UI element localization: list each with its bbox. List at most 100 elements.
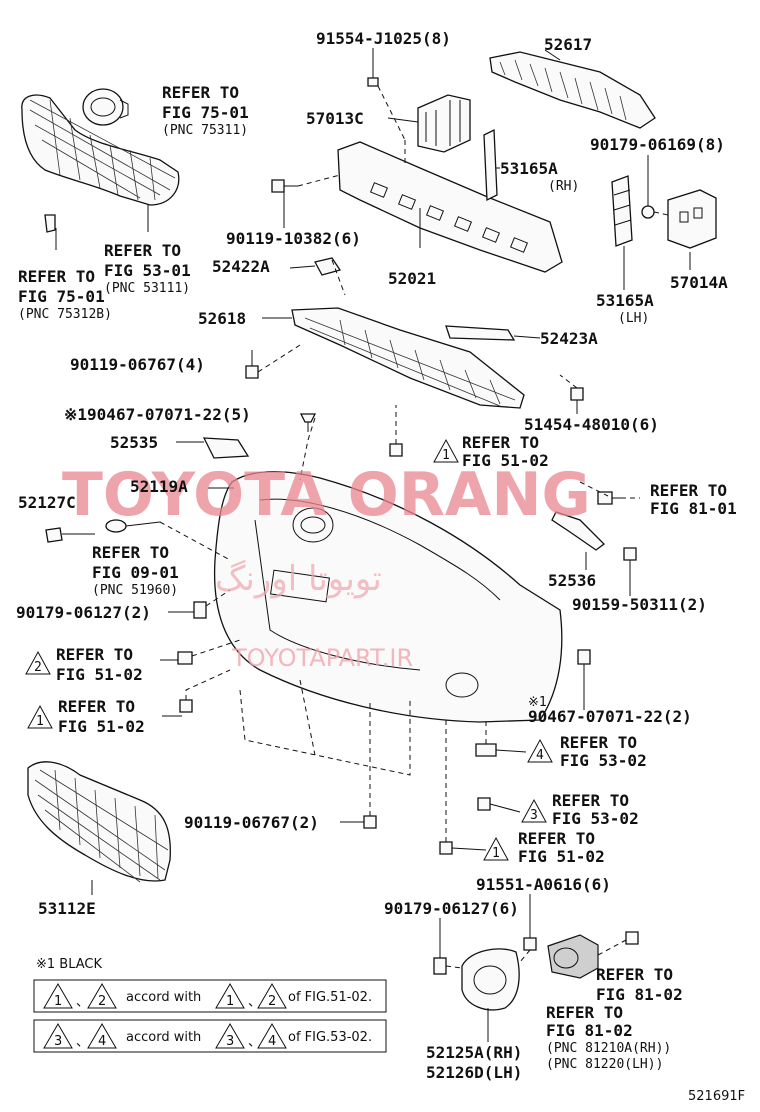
triangle-mark-icon <box>87 1023 117 1049</box>
legend: ※1 BLACK 1 、 2 accord with 1 、 2 of FIG.… <box>33 957 387 1053</box>
refer-fig-53-02b[interactable]: 3 REFER TO FIG 53-02 <box>521 791 639 828</box>
svg-text:(PNC 81210A(RH)): (PNC 81210A(RH)) <box>546 1041 671 1056</box>
svg-text:、: 、 <box>248 1035 261 1050</box>
label-90119-06767-2: 90119-06767(2) <box>184 813 319 832</box>
triangle-mark-icon <box>215 983 245 1009</box>
bracket-57013c-part <box>417 94 471 153</box>
label-52536: 52536 <box>548 571 596 590</box>
label-53165a-lh: 53165A <box>596 291 654 310</box>
triangle-mark-icon <box>521 798 547 823</box>
refer-fig-51-02c[interactable]: 1 REFER TO FIG 51-02 <box>27 697 145 736</box>
label-52617: 52617 <box>544 35 592 54</box>
svg-text:4: 4 <box>268 1034 276 1049</box>
svg-text:REFER TO: REFER TO <box>518 829 595 848</box>
svg-text:FIG 53-02: FIG 53-02 <box>560 751 647 770</box>
svg-text:、: 、 <box>76 1035 89 1050</box>
svg-text:REFER TO: REFER TO <box>104 241 181 260</box>
svg-text:1: 1 <box>36 714 44 729</box>
label-52119a: 52119A <box>130 477 188 496</box>
absorber-52618-part <box>291 307 525 409</box>
svg-text:REFER TO: REFER TO <box>58 697 135 716</box>
svg-text:、: 、 <box>76 995 89 1010</box>
svg-text:FIG 81-02: FIG 81-02 <box>596 985 683 1004</box>
svg-text:3: 3 <box>54 1034 62 1049</box>
clip-90467-top-part <box>299 413 317 432</box>
label-90159-50311: 90159-50311(2) <box>572 595 707 614</box>
refer-fig-81-02[interactable]: REFER TO FIG 81-02 <box>596 965 683 1004</box>
clip-r53-02a-part <box>475 743 497 757</box>
label-90119-06767-4: 90119-06767(4) <box>70 355 205 374</box>
svg-text:FIG 51-02: FIG 51-02 <box>58 717 145 736</box>
svg-text:1: 1 <box>492 846 500 861</box>
svg-text:FIG 51-02: FIG 51-02 <box>518 847 605 866</box>
svg-text:FIG 75-01: FIG 75-01 <box>162 103 249 122</box>
label-91551-a0616: 91551-A0616(6) <box>476 875 611 894</box>
refer-fig-51-02a[interactable]: 1 REFER TO FIG 51-02 <box>433 433 549 470</box>
svg-text:(PNC 75312B): (PNC 75312B) <box>18 307 112 322</box>
refer-fig-53-02a[interactable]: 4 REFER TO FIG 53-02 <box>527 733 647 770</box>
bolt-90119-10382-part <box>271 179 298 193</box>
screw-90159-part <box>623 547 637 561</box>
refer-fig-09-01[interactable]: REFER TO FIG 09-01 (PNC 51960) <box>92 543 179 598</box>
svg-text:2: 2 <box>34 660 42 675</box>
label-52127c: 52127C <box>18 493 76 512</box>
watermark-site: TOYOTAPART.IR <box>231 644 413 672</box>
svg-text:REFER TO: REFER TO <box>162 83 239 102</box>
bracket-52535-part <box>202 437 250 459</box>
refer-fig-51-02b[interactable]: 2 REFER TO FIG 51-02 <box>25 645 143 684</box>
svg-text:4: 4 <box>98 1034 106 1049</box>
label-lh: (LH) <box>618 311 649 326</box>
label-52618: 52618 <box>198 309 246 328</box>
svg-text:FIG 75-01: FIG 75-01 <box>18 287 105 306</box>
svg-text:REFER TO: REFER TO <box>56 645 133 664</box>
svg-text:of FIG.51-02.: of FIG.51-02. <box>288 990 372 1005</box>
retainer-52617-part <box>489 51 656 129</box>
svg-text:(PNC 53111): (PNC 53111) <box>104 281 190 296</box>
nut-90179-06127-6-part <box>433 957 447 975</box>
bracket-57014a-part <box>667 189 717 249</box>
svg-text:2: 2 <box>98 994 106 1009</box>
bolt-r51-02d-part <box>439 841 453 855</box>
nut-90179-06169-part <box>641 205 655 219</box>
svg-text:4: 4 <box>536 748 544 763</box>
refer-fig-81-02b[interactable]: REFER TO FIG 81-02 (PNC 81210A(RH)) (PNC… <box>546 1003 671 1072</box>
bolt-90119-06767-2-part <box>363 815 377 829</box>
label-53165a-rh: 53165A <box>500 159 558 178</box>
svg-text:REFER TO: REFER TO <box>596 965 673 984</box>
svg-text:accord with: accord with <box>126 990 201 1005</box>
svg-text:3: 3 <box>530 808 538 823</box>
label-57013c: 57013C <box>306 109 364 128</box>
label-52125a-rh: 52125A(RH) <box>426 1043 522 1062</box>
refer-fig-53-01[interactable]: REFER TO FIG 53-01 (PNC 53111) <box>104 241 191 296</box>
svg-text:REFER TO: REFER TO <box>92 543 169 562</box>
refer-fig-75-01b[interactable]: REFER TO FIG 75-01 (PNC 75312B) <box>18 267 112 322</box>
clip-90467-bottom-part <box>577 649 591 665</box>
svg-text:FIG 51-02: FIG 51-02 <box>56 665 143 684</box>
label-rh: (RH) <box>548 179 579 194</box>
watermark-main: TOYOTA ORANG <box>62 460 591 530</box>
svg-text:(PNC 75311): (PNC 75311) <box>162 123 248 138</box>
diagram-id: 521691F <box>688 1089 745 1104</box>
triangle-mark-icon <box>215 1023 245 1049</box>
leader-lines <box>55 48 691 1042</box>
bolt-r51-02a-part <box>389 443 403 457</box>
upper-grille-part <box>21 94 180 206</box>
svg-text:accord with: accord with <box>126 1030 201 1045</box>
clip-r51-02b-part <box>177 651 193 665</box>
triangle-mark-icon <box>527 738 553 763</box>
svg-text:(PNC 51960): (PNC 51960) <box>92 583 178 598</box>
legend-row-2: 3 、 4 accord with 3 、 4 of FIG.53-02. <box>33 1019 387 1053</box>
triangle-mark-icon <box>43 1023 73 1049</box>
refer-fig-75-01a[interactable]: REFER TO FIG 75-01 (PNC 75311) <box>162 83 249 138</box>
svg-text:1: 1 <box>442 448 450 463</box>
svg-text:REFER TO: REFER TO <box>552 791 629 810</box>
pad-52423a-part <box>445 325 516 341</box>
label-90179-06127-2: 90179-06127(2) <box>16 603 151 622</box>
refer-fig-81-01[interactable]: REFER TO FIG 81-01 <box>650 481 737 518</box>
bolt-r51-02c-part <box>179 699 193 713</box>
svg-text:FIG 53-01: FIG 53-01 <box>104 261 191 280</box>
bolt-91551-part <box>523 937 537 951</box>
svg-text:REFER TO: REFER TO <box>462 433 539 452</box>
refer-fig-51-02d[interactable]: 1 REFER TO FIG 51-02 <box>483 829 605 866</box>
